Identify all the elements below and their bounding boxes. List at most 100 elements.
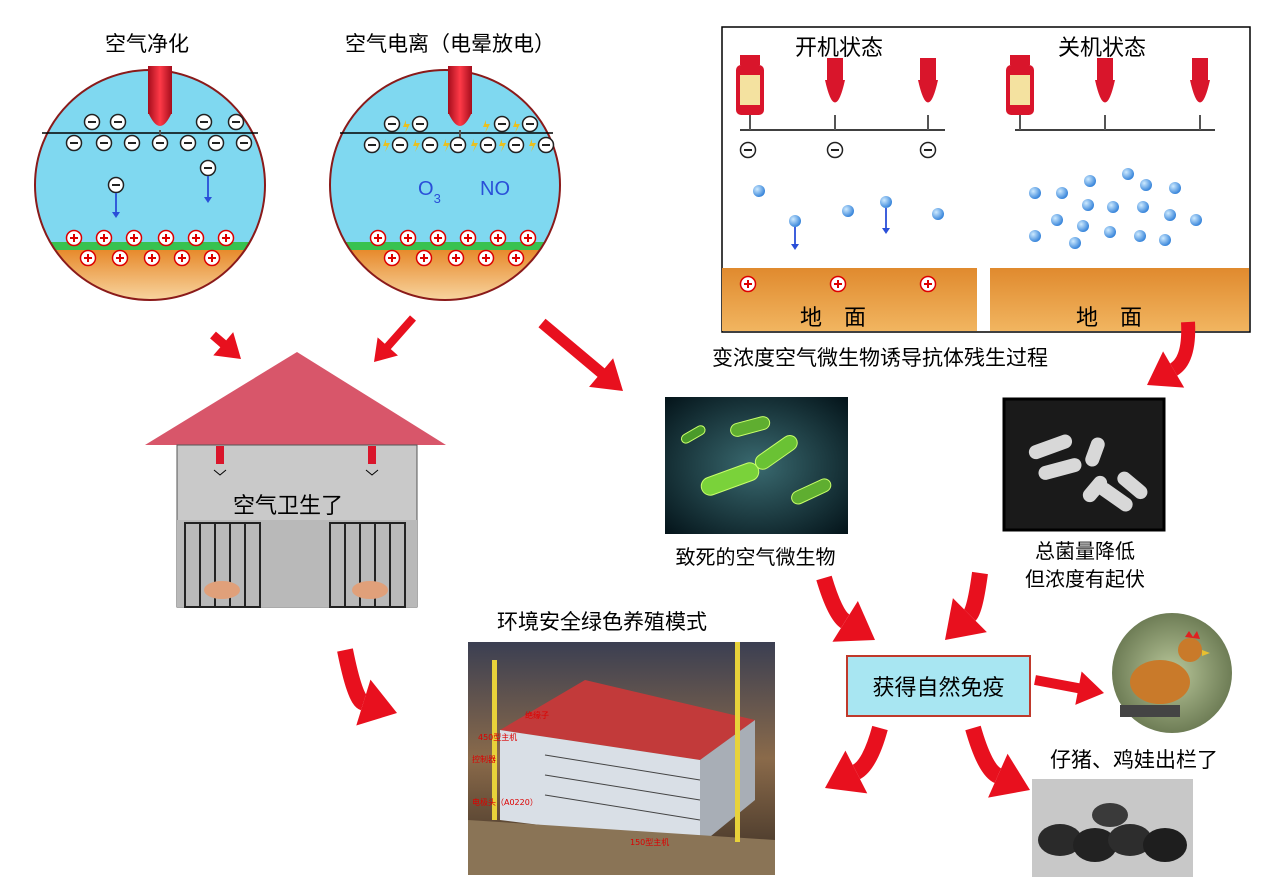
total-caption-line1: 总菌量降低 [1035,539,1135,563]
particle-icon [1082,199,1094,211]
down-arrow-icon [791,227,799,250]
positive-ion-icon [477,249,495,267]
spark-icon [383,139,390,152]
negative-ion-icon [411,115,429,133]
particle-icon [1190,214,1202,226]
negative-ion-icon [179,134,197,152]
positive-ion-icon [739,275,757,293]
killed-caption: 致死的空气微生物 [675,545,836,569]
host150-label: 150型主机 [630,837,669,847]
pen-left [184,522,261,608]
piglets-image [1032,779,1193,877]
panel-particles [753,168,1202,250]
microscope-image [1002,397,1166,532]
emitter-icon [1190,58,1210,130]
ground-label-right: 地 面 [1076,306,1143,331]
negative-ion-icon [207,134,225,152]
no-label: NO [480,178,510,200]
on-state-title: 开机状态 [795,36,884,61]
positive-ion-icon [415,249,433,267]
negative-ion-icon [449,136,467,154]
immunity-box: 获得自然免疫 [846,655,1031,717]
positive-ion-icon [187,229,205,247]
curved-arrow-icon [1147,321,1196,388]
red-arrow-icon [538,318,623,391]
flow-arrows [210,315,1196,798]
positive-ion-icon [383,249,401,267]
particle-icon [753,185,765,197]
negative-ion-icon [235,134,253,152]
positive-ion-icon [95,229,113,247]
emitter-icon [825,58,845,130]
positive-ion-icon [79,249,97,267]
particle-icon [932,208,944,220]
particle-icon [1029,187,1041,199]
purify-ions [65,113,253,267]
particle-icon [1051,214,1063,226]
chicken-image [1112,613,1232,733]
positive-ion-icon [157,229,175,247]
particle-icon [880,196,892,208]
particle-icon [1164,209,1176,221]
negative-ion-icon [195,113,213,131]
sanitary-label: 空气卫生了 [233,494,344,519]
purify-title: 空气净化 [105,32,189,56]
ground-left [722,268,977,331]
negative-ion-icon [521,115,539,133]
panel-emitters [736,55,1210,130]
emitter-icon [1095,58,1115,130]
negative-ion-icon [109,113,127,131]
positive-ion-icon [111,249,129,267]
spark-icon [443,139,450,152]
positive-ion-icon [217,229,235,247]
particle-icon [1122,168,1134,180]
process-caption: 变浓度空气微生物诱导抗体残生过程 [712,346,1048,370]
negative-ion-icon [123,134,141,152]
pen-right [329,522,406,608]
particle-icon [1169,182,1181,194]
farm-model-image: 绝缘子 450型主机 控制器 电极头（A0220） 150型主机 [468,642,775,875]
emitter-left [148,66,172,138]
particle-icon [789,215,801,227]
negative-ion-icon [95,134,113,152]
down-arrow-icon [204,176,212,203]
spark-icon [471,139,478,152]
positive-ion-icon [399,229,417,247]
ground-right [990,268,1249,331]
down-arrow-icon [112,193,120,218]
pig-icon [352,581,388,599]
positive-ion-icon [65,229,83,247]
positive-ion-icon [369,229,387,247]
particle-icon [1134,230,1146,242]
negative-ion-icon [479,136,497,154]
spark-icon [499,139,506,152]
spark-icon [403,120,410,133]
emitter-icon [736,55,764,130]
house [145,352,446,608]
negative-ion-icon [227,113,245,131]
ionize-ions [363,115,555,267]
positive-ion-icon [143,249,161,267]
negative-ion-icon [826,141,844,159]
positive-ion-icon [125,229,143,247]
particle-icon [1107,201,1119,213]
spark-icon [513,120,520,133]
red-arrow-icon [374,315,416,362]
negative-ion-icon [65,134,83,152]
down-arrow-icon [882,208,890,234]
particle-icon [1159,234,1171,246]
bacteria-image [665,397,848,534]
ground-label-left: 地 面 [800,306,867,331]
positive-ion-icon [829,275,847,293]
positive-ion-icon [447,249,465,267]
spark-icon [529,139,536,152]
controller-label: 控制器 [472,754,496,764]
total-caption-line2: 但浓度有起伏 [1025,567,1145,591]
particle-icon [1137,201,1149,213]
emitter-middle [448,66,472,138]
insulator-label: 绝缘子 [525,710,549,720]
positive-ion-icon [519,229,537,247]
particle-icon [1140,179,1152,191]
red-arrow-icon [1034,671,1104,705]
